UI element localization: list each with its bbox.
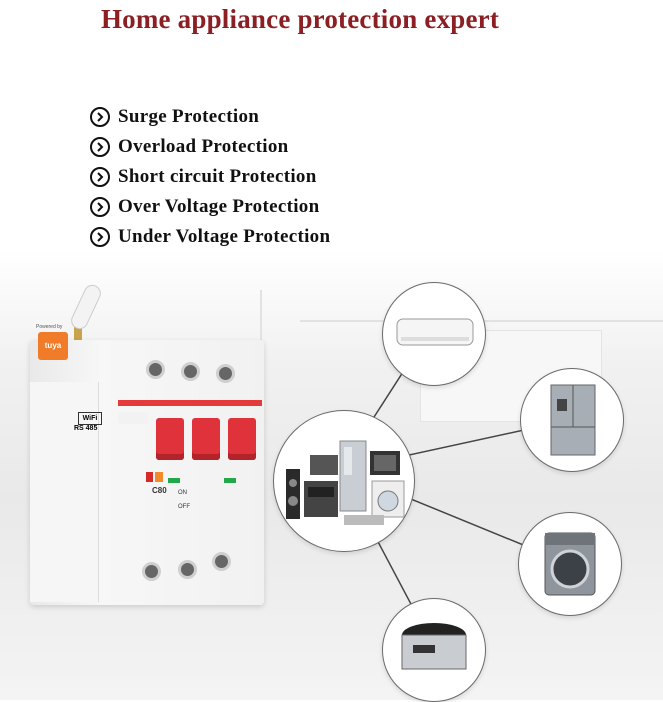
rating-label: C80 <box>152 486 167 495</box>
rice-cooker-icon <box>401 623 467 670</box>
indicator-bar <box>224 478 236 483</box>
feature-item: Surge Protection <box>90 102 330 132</box>
on-label: ON <box>178 490 187 496</box>
refrigerator-icon <box>550 384 596 456</box>
terminal-screw <box>216 364 235 383</box>
rice-cooker-circle <box>382 598 486 702</box>
status-led <box>146 472 153 482</box>
terminal-screw <box>181 362 200 381</box>
indicator-bar <box>168 478 180 483</box>
terminal-screw <box>142 562 161 581</box>
air-conditioner-icon <box>396 318 474 346</box>
off-label: OFF <box>178 504 190 510</box>
feature-label: Overload Protection <box>118 136 289 157</box>
terminal-screw <box>178 560 197 579</box>
feature-label: Short circuit Protection <box>118 166 317 187</box>
handle-cap <box>118 412 148 424</box>
breaker-handle[interactable] <box>192 418 220 460</box>
washing-machine-icon <box>544 532 596 596</box>
status-led <box>155 472 163 482</box>
appliance-group-circle <box>273 410 415 552</box>
breaker-handle[interactable] <box>228 418 256 460</box>
chevron-right-circle-icon <box>90 197 110 217</box>
chevron-right-circle-icon <box>90 107 110 127</box>
feature-label: Surge Protection <box>118 106 260 127</box>
feature-label: Over Voltage Protection <box>118 196 320 217</box>
terminal-screw <box>146 360 165 379</box>
air-conditioner-circle <box>382 282 486 386</box>
feature-label: Under Voltage Protection <box>118 226 331 247</box>
page-headline: Home appliance protection expert <box>100 4 500 34</box>
chevron-right-circle-icon <box>90 167 110 187</box>
feature-item: Under Voltage Protection <box>90 222 330 252</box>
chevron-right-circle-icon <box>90 137 110 157</box>
feature-item: Overload Protection <box>90 132 330 162</box>
feature-item: Over Voltage Protection <box>90 192 330 222</box>
control-panel <box>30 382 99 602</box>
smart-circuit-breaker: Powered by tuya WiFi RS 485 C80 OFF ON <box>28 282 268 612</box>
powered-by-label: Powered by <box>36 324 63 330</box>
appliance-group-icon <box>286 440 405 525</box>
refrigerator-circle <box>520 368 624 472</box>
antenna-icon <box>71 284 101 346</box>
brand-logo: tuya <box>38 332 68 360</box>
model-label: RS 485 <box>74 425 98 432</box>
terminal-screw <box>212 552 231 571</box>
feature-list: Surge Protection Overload Protection Sho… <box>90 102 330 252</box>
chevron-right-circle-icon <box>90 227 110 247</box>
feature-item: Short circuit Protection <box>90 162 330 192</box>
red-strip <box>118 400 262 406</box>
breaker-handle[interactable] <box>156 418 184 460</box>
wifi-badge: WiFi <box>78 412 102 425</box>
washing-machine-circle <box>518 512 622 616</box>
